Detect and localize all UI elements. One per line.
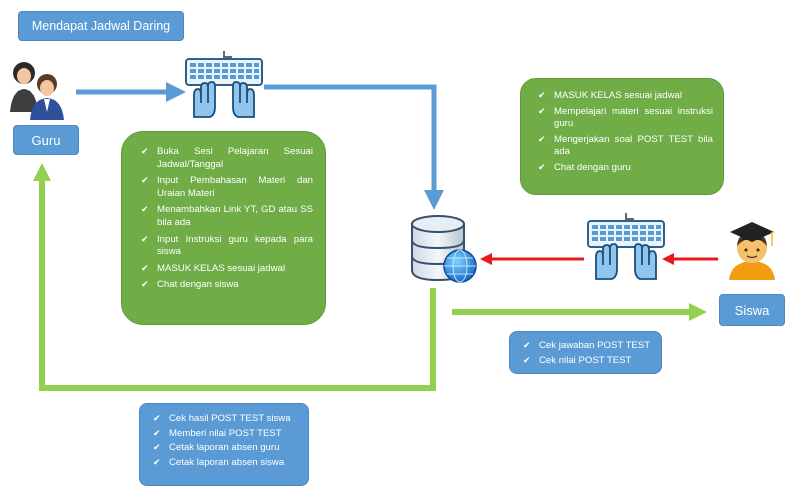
teacher-reports-box: Cek hasil POST TEST siswa Memberi nilai …	[139, 403, 309, 486]
database-globe-icon	[411, 215, 477, 283]
list-item: MASUK KELAS sesuai jadwal	[537, 90, 713, 103]
student-checks-box: Cek jawaban POST TEST Cek nilai POST TES…	[509, 331, 662, 374]
list-item: Menambahkan Link YT, GD atau SS bila ada	[140, 204, 313, 229]
list-item: Chat dengan siswa	[140, 279, 313, 292]
graduate-student-icon	[729, 222, 775, 280]
list-item: Mengerjakan soal POST TEST bila ada	[537, 134, 713, 159]
list-item: Memberi nilai POST TEST	[152, 428, 300, 441]
list-item: Cek nilai POST TEST	[522, 355, 653, 368]
teacher-steps-list: Buka Sesi Pelajaran Sesuai Jadwal/Tangga…	[140, 146, 313, 292]
list-item: Cek jawaban POST TEST	[522, 340, 653, 353]
student-steps-box: MASUK KELAS sesuai jadwal Mempelajari ma…	[520, 78, 724, 195]
arrow-database-to-guru	[33, 163, 436, 391]
title-box: Mendapat Jadwal Daring	[18, 11, 184, 41]
arrow-siswa-to-keyboard	[662, 253, 718, 265]
keyboard-hands-icon	[587, 213, 665, 280]
arrow-keyboard-to-database-red	[480, 253, 584, 265]
student-checks-list: Cek jawaban POST TEST Cek nilai POST TES…	[522, 340, 653, 367]
guru-label: Guru	[13, 125, 79, 155]
list-item: Chat dengan guru	[537, 162, 713, 175]
list-item: Buka Sesi Pelajaran Sesuai Jadwal/Tangga…	[140, 146, 313, 171]
list-item: MASUK KELAS sesuai jadwal	[140, 263, 313, 276]
teacher-reports-list: Cek hasil POST TEST siswa Memberi nilai …	[152, 413, 300, 469]
list-item: Input Instruksi guru kepada para siswa	[140, 234, 313, 259]
list-item: Input Pembahasan Materi dan Uraian Mater…	[140, 175, 313, 200]
teachers-icon	[10, 62, 64, 120]
student-steps-list: MASUK KELAS sesuai jadwal Mempelajari ma…	[537, 90, 713, 175]
list-item: Cetak laporan absen siswa	[152, 457, 300, 470]
arrow-keyboard-to-database	[264, 84, 444, 210]
list-item: Cetak laporan absen guru	[152, 442, 300, 455]
list-item: Mempelajari materi sesuai instruksi guru	[537, 106, 713, 131]
teacher-steps-box: Buka Sesi Pelajaran Sesuai Jadwal/Tangga…	[121, 131, 326, 325]
keyboard-hands-icon	[185, 51, 263, 118]
list-item: Cek hasil POST TEST siswa	[152, 413, 300, 426]
siswa-label: Siswa	[719, 294, 785, 326]
